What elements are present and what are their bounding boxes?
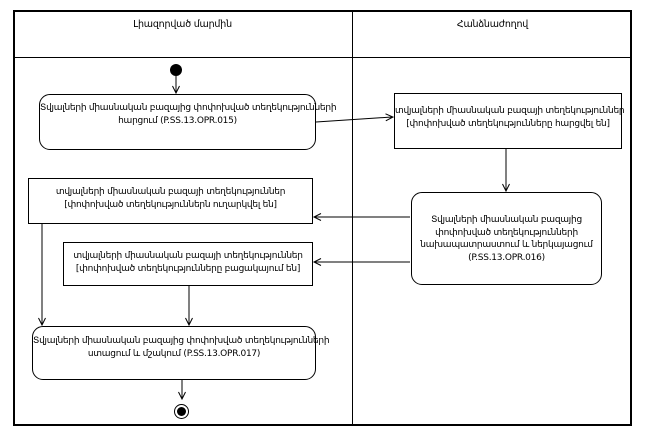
node-label-line: տվյալների միասնական բազայի տեղեկությունն… [55,187,286,197]
node-label-line: Տվյալների միասնական բազայից [431,215,582,225]
node-label-line: փոփոխված տեղեկությունների [435,227,578,238]
action-op015-request: Տվյալների միասնական բազայից փոփոխված տեղ… [39,94,337,150]
node-label-line: [փոփոխված տեղեկություններն ուղարկվել են] [64,199,277,210]
action-op017-receive-process: Տվյալների միասնական բազայից փոփոխված տեղ… [32,326,330,380]
final-node-dot [177,407,186,416]
node-label-line: տվյալների միասնական բազայի տեղեկությունն… [395,106,625,116]
node-label-line: տվյալների միասնական բազայի տեղեկությունն… [73,251,303,261]
diagram-frame [13,10,632,426]
action-op016-prepare-present: Տվյալների միասնական բազայից փոփոխված տեղ… [411,192,602,285]
object-info-missing: տվյալների միասնական բազայի տեղեկությունն… [63,242,313,286]
object-info-sent: տվյալների միասնական բազայի տեղեկությունն… [28,178,313,224]
object-info-requested: տվյալների միասնական բազայի տեղեկությունն… [394,93,625,149]
swimlane-header-authorized-body: Լիազորված մարմին [133,19,232,30]
node-label-line: Տվյալների միասնական բազայից փոփոխված տեղ… [33,336,330,346]
node-label-line: Տվյալների միասնական բազայից փոփոխված տեղ… [40,103,337,113]
initial-node [170,64,182,76]
node-label-line: [փոփոխված տեղեկությունները հարցվել են] [406,118,610,129]
node-label-line: [փոփոխված տեղեկությունները բացակայում են… [75,263,301,274]
swimlane-header-commission: Հանձնաժողով [456,19,529,30]
node-label-line: հարցում (P.SS.13.OPR.015) [118,115,237,126]
final-node [174,404,189,419]
swimlane-divider [352,10,353,426]
swimlane-header-separator [13,57,632,58]
node-label-line: նախապատրաստում և ներկայացում [420,240,593,250]
node-label-line: ստացում և մշակում (P.SS.13.OPR.017) [87,348,261,359]
node-label-line: (P.SS.13.OPR.016) [468,252,545,263]
